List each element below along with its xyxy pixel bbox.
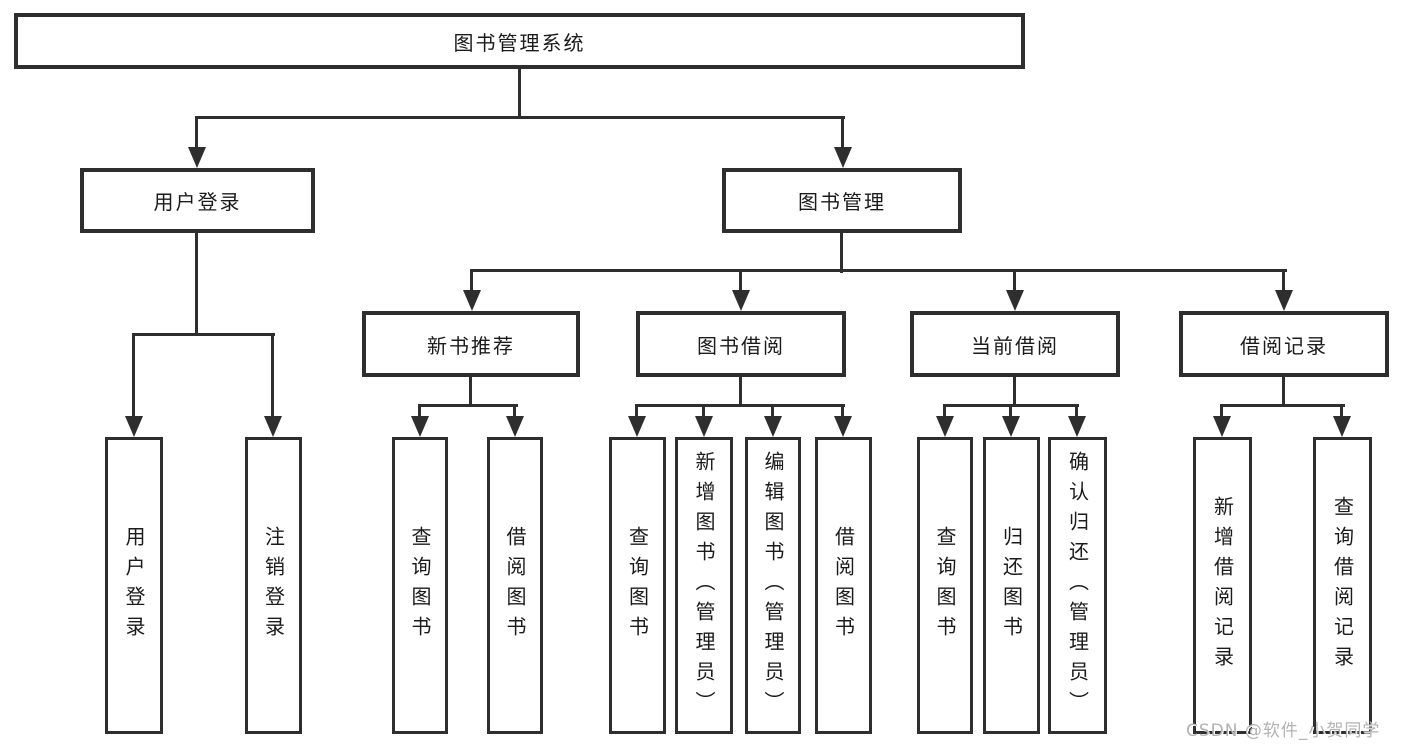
leaf-current-confirm-return-admin: 确认归还（管理员） — [1048, 437, 1107, 734]
leaf-user-login: 用户登录 — [105, 437, 163, 734]
connector-root-stub — [518, 69, 521, 118]
node-user-login: 用户登录 — [80, 168, 315, 233]
arrow-down-icon — [1275, 290, 1293, 311]
node-borrow-records: 借阅记录 — [1179, 311, 1389, 377]
arrow-down-icon — [411, 416, 429, 437]
arrow-down-icon — [1006, 290, 1024, 311]
node-book-management: 图书管理 — [722, 168, 962, 233]
connector-borrow-hline — [635, 404, 845, 407]
connector-root-hline — [195, 116, 845, 119]
arrow-down-icon — [695, 416, 713, 437]
connector-login-stub — [195, 233, 198, 335]
arrow-down-icon — [834, 416, 852, 437]
arrow-down-icon — [463, 290, 481, 311]
connector-recommend-stem-2 — [513, 404, 516, 416]
connector-records-stub — [1282, 377, 1285, 406]
arrow-down-icon — [764, 416, 782, 437]
connector-mgmt-stem-1 — [470, 269, 473, 290]
connector-borrow-stem-2 — [702, 404, 705, 416]
leaf-recommend-query-books: 查询图书 — [392, 437, 448, 734]
arrow-down-icon — [732, 290, 750, 311]
leaf-logout: 注销登录 — [245, 437, 302, 734]
connector-borrow-stem-4 — [841, 404, 844, 416]
connector-borrow-stub — [739, 377, 742, 406]
arrow-down-icon — [1068, 416, 1086, 437]
connector-login-hline — [132, 333, 275, 336]
connector-records-stem-1 — [1220, 404, 1223, 416]
leaf-records-query-record: 查询借阅记录 — [1313, 437, 1372, 734]
connector-borrow-stem-1 — [635, 404, 638, 416]
leaf-records-add-record: 新增借阅记录 — [1193, 437, 1252, 734]
node-current-borrow: 当前借阅 — [910, 311, 1120, 377]
leaf-borrow-edit-books-admin: 编辑图书（管理员） — [745, 437, 801, 734]
connector-recommend-hline — [418, 404, 518, 407]
leaf-borrow-query-books: 查询图书 — [609, 437, 666, 734]
arrow-down-icon — [264, 416, 282, 437]
node-new-book-recommend: 新书推荐 — [362, 311, 580, 377]
arrow-down-icon — [936, 416, 954, 437]
connector-root-stem-left — [195, 116, 198, 149]
node-book-borrow: 图书借阅 — [636, 311, 846, 377]
connector-mgmt-hline — [470, 269, 1287, 272]
connector-mgmt-stem-4 — [1282, 269, 1285, 290]
node-root: 图书管理系统 — [14, 13, 1025, 69]
leaf-borrow-add-books-admin: 新增图书（管理员） — [675, 437, 733, 734]
connector-current-stub — [1013, 377, 1016, 406]
arrow-down-icon — [628, 416, 646, 437]
arrow-down-icon — [834, 147, 852, 168]
arrow-down-icon — [1333, 416, 1351, 437]
arrow-down-icon — [506, 416, 524, 437]
connector-recommend-stem-1 — [418, 404, 421, 416]
leaf-current-return-books: 归还图书 — [983, 437, 1040, 734]
connector-borrow-stem-3 — [771, 404, 774, 416]
leaf-recommend-borrow-books: 借阅图书 — [487, 437, 543, 734]
leaf-current-query-books: 查询图书 — [917, 437, 973, 734]
arrow-down-icon — [1213, 416, 1231, 437]
connector-current-stem-2 — [1009, 404, 1012, 416]
connector-mgmt-stem-3 — [1013, 269, 1016, 290]
connector-records-hline — [1220, 404, 1345, 407]
connector-recommend-stub — [469, 377, 472, 406]
connector-records-stem-2 — [1340, 404, 1343, 416]
connector-mgmt-stub — [840, 233, 843, 273]
connector-login-stem-2 — [271, 333, 274, 416]
arrow-down-icon — [125, 416, 143, 437]
connector-login-stem-1 — [132, 333, 135, 416]
leaf-borrow-borrow-books: 借阅图书 — [815, 437, 872, 734]
connector-current-stem-1 — [943, 404, 946, 416]
csdn-watermark: CSDN @软件_小贺同学 — [1186, 721, 1381, 741]
connector-mgmt-stem-2 — [739, 269, 742, 290]
arrow-down-icon — [188, 147, 206, 168]
connector-current-stem-3 — [1075, 404, 1078, 416]
arrow-down-icon — [1002, 416, 1020, 437]
connector-root-stem-right — [841, 116, 844, 149]
